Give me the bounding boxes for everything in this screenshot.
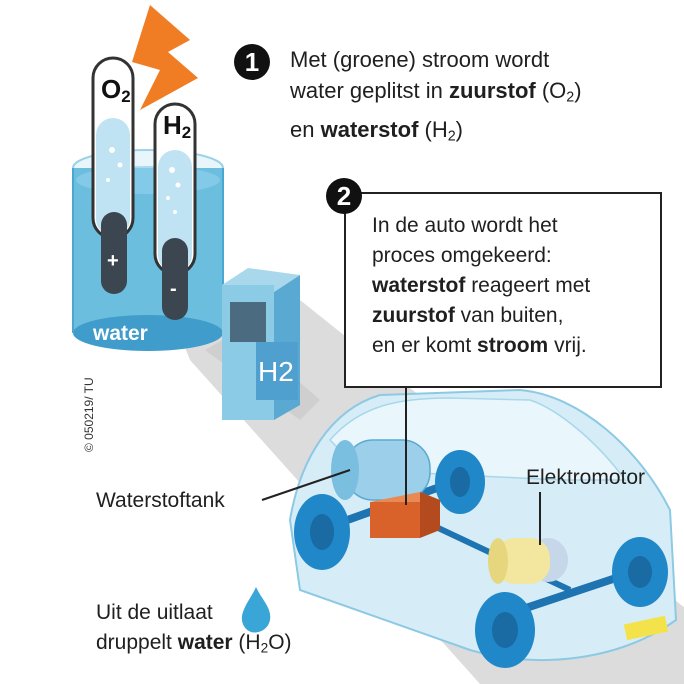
step-1-line-3: en waterstof (H2): [290, 114, 670, 153]
water-label: water: [93, 322, 148, 345]
exhaust-line-2-pre: druppelt: [96, 631, 178, 654]
step-2-text: In de auto wordt het proces omgekeerd: w…: [372, 211, 662, 361]
hydrogen-station: [222, 268, 300, 420]
step-2-line-5: en er komt stroom vrij.: [372, 331, 662, 361]
h2-label: H2: [163, 110, 191, 143]
step-2-callout: [344, 192, 662, 388]
step-1-line-2-pre: water geplitst in: [290, 78, 449, 103]
exhaust-line-2-end: O): [268, 631, 292, 654]
tank-label: Waterstoftank: [96, 489, 225, 512]
minus-sign: -: [170, 278, 177, 300]
step-2-line-1: In de auto wordt het: [372, 214, 558, 237]
copyright: © 050219/ TU: [82, 377, 96, 452]
step-1-line-3-sub: 2: [447, 128, 456, 145]
o2-main: O: [101, 74, 122, 104]
step-1-line-3-end: ): [455, 116, 463, 142]
step-2-line-3: waterstof reageert met: [372, 271, 662, 301]
o2-label: O2: [101, 74, 131, 107]
step-2-line-5-rest: vrij.: [548, 334, 587, 357]
step-1-line-3-post: (H: [418, 116, 448, 142]
step-1-line-2-post: (O: [535, 78, 567, 103]
step-1-text: Met (groene) stroom wordt water geplitst…: [290, 44, 670, 152]
h2-sub: 2: [181, 123, 192, 143]
h2-main: H: [163, 110, 182, 140]
step-1-line-2-end: ): [574, 78, 582, 103]
step-2-line-5-pre: en er komt: [372, 334, 478, 357]
exhaust-line-2-sub: 2: [260, 640, 269, 656]
step-1-line-1: Met (groene) stroom wordt: [290, 47, 550, 72]
step-2-hydrogen-bold: waterstof: [372, 274, 466, 297]
exhaust-water-bold: water: [177, 631, 233, 654]
electromotor: [488, 538, 568, 584]
exhaust-label: Uit de uitlaat druppelt water (H2O): [96, 598, 292, 663]
hydrogen-tank: [331, 439, 431, 501]
step-1-badge: 1: [234, 44, 270, 80]
lightning-bolt: [132, 5, 198, 110]
step-1-line-2: water geplitst in zuurstof (O2): [290, 75, 670, 114]
plus-sign: +: [107, 250, 119, 272]
step-2-oxygen-bold: zuurstof: [372, 304, 455, 327]
step-1-line-3-pre: en: [290, 116, 321, 142]
positive-electrode: [101, 212, 127, 294]
callout-line-tank: [261, 469, 351, 501]
step-1-hydrogen-bold: waterstof: [320, 116, 419, 142]
motor-label: Elektromotor: [526, 466, 646, 489]
step-2-line-3-rest: reageert met: [465, 274, 591, 297]
exhaust-line-2-mid: (H: [232, 631, 261, 654]
negative-electrode: [162, 238, 188, 320]
step-2-power-bold: stroom: [477, 334, 549, 357]
station-label: H2: [258, 356, 294, 387]
step-1-line-2-sub: 2: [566, 89, 575, 106]
exhaust-line-1: Uit de uitlaat: [96, 601, 213, 624]
exhaust-line-2: druppelt water (H2O): [96, 628, 292, 663]
step-1-oxygen-bold: zuurstof: [448, 78, 536, 103]
bubbles: [106, 147, 181, 214]
step-2-badge: 2: [326, 178, 362, 214]
water-droplet-icon: [241, 587, 271, 633]
step-2-line-2: proces omgekeerd:: [372, 244, 552, 267]
step-2-line-4-rest: van buiten,: [454, 304, 564, 327]
step-2-line-4: zuurstof van buiten,: [372, 301, 662, 331]
o2-sub: 2: [121, 87, 131, 107]
